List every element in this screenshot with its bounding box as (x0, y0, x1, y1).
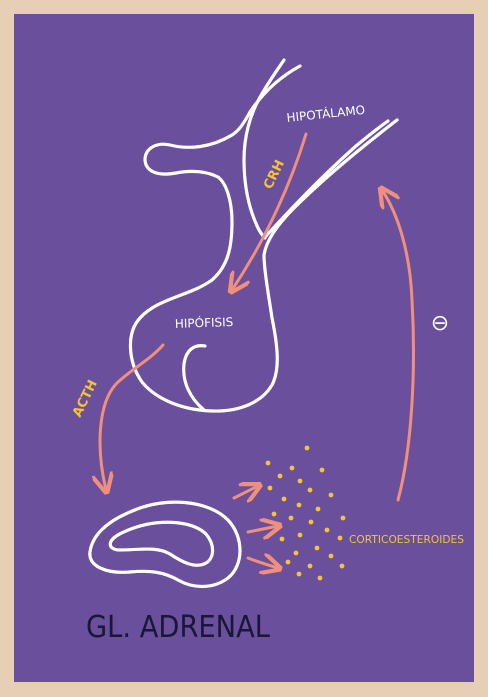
corticosteroid-dot (280, 537, 285, 542)
adrenal-inner (110, 522, 212, 565)
corticosteroids-label: CORTICOESTEROIDES (349, 534, 464, 546)
corticosteroid-dot (340, 564, 345, 569)
corticosteroid-dot (329, 493, 334, 498)
adrenal-label: GL. ADRENAL (86, 610, 270, 645)
corticosteroid-dot (308, 488, 313, 493)
corticosteroid-dot (286, 560, 291, 565)
corticosteroid-dot (290, 466, 295, 471)
corticosteroid-dot (298, 533, 303, 538)
secretion-arrow-top (234, 486, 258, 498)
feedback-arrow (382, 190, 413, 500)
corticosteroid-dot (289, 516, 294, 521)
corticosteroid-dot (320, 468, 325, 473)
pituitary-label: HIPÓFISIS (175, 314, 234, 331)
secretion-arrow-bottom (248, 558, 278, 568)
corticosteroid-dot (297, 503, 302, 508)
pituitary-fold (184, 346, 205, 410)
corticosteroid-dot (297, 572, 302, 577)
arrows (100, 134, 413, 568)
corticosteroid-dot (268, 486, 273, 491)
corticosteroid-dot (329, 554, 334, 559)
adrenal-gland (90, 502, 240, 586)
corticosteroid-dot (294, 551, 299, 556)
hypothalamus-label: HIPOTÁLAMO (286, 102, 366, 125)
corticosteroid-dot (278, 474, 283, 479)
secretion-arrow-middle (248, 526, 278, 532)
corticosteroid-dot (308, 564, 313, 569)
corticosteroid-dot (282, 497, 287, 502)
corticosteroid-dot (318, 576, 323, 581)
acth-arrow (100, 345, 163, 490)
corticosteroid-dot (305, 446, 310, 451)
corticosteroid-dot (325, 528, 330, 533)
corticosteroid-dot (298, 479, 303, 484)
corticosteroid-dot (341, 516, 346, 521)
acth-label: ACTH (70, 378, 101, 420)
corticosteroid-dot (272, 512, 277, 517)
corticosteroid-dot (266, 461, 271, 466)
corticosteroid-dot (338, 536, 343, 541)
corticosteroid-dot (315, 546, 320, 551)
adrenal-outer (90, 502, 240, 586)
corticosteroid-dot (316, 507, 321, 512)
negative-feedback-symbol: ⊖ (431, 311, 449, 336)
crh-label: CRH (261, 158, 288, 192)
corticosteroid-dot (309, 520, 314, 525)
corticosteroid-dots (266, 446, 346, 581)
